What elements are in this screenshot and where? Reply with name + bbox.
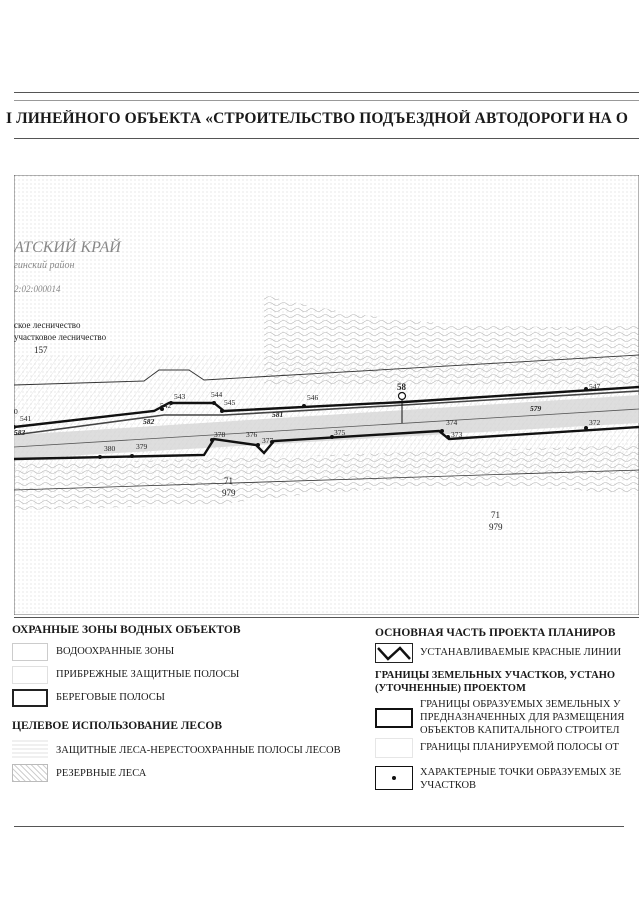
marker-58 (397, 391, 407, 401)
swatch-shore-strips (12, 689, 48, 707)
pt-545: 545 (224, 398, 236, 407)
legend-plan-subheading-2: (УТОЧНЕННЫЕ) ПРОЕКТОМ (375, 683, 526, 694)
top-rule (14, 92, 639, 93)
forest-boundary (14, 354, 639, 386)
pt-379: 379 (136, 442, 148, 451)
legend-forest-heading: ЦЕЛЕВОЕ ИСПОЛЬЗОВАНИЕ ЛЕСОВ (12, 720, 223, 732)
top-rule-2 (14, 100, 639, 101)
document-title: I ЛИНЕЙНОГО ОБЪЕКТА «СТРОИТЕЛЬСТВО ПОДЪЕ… (6, 110, 629, 127)
red-line-lower (14, 425, 639, 461)
legend-planned-strip: ГРАНИЦЫ ПЛАНИРУЕМОЙ ПОЛОСЫ ОТ (420, 742, 619, 753)
pt-0: 0 (14, 407, 18, 416)
map-bottom-rule (14, 617, 639, 618)
pt-581: 581 (272, 410, 283, 419)
quarter-label: 157 (34, 345, 48, 355)
pt-374: 374 (446, 418, 458, 427)
pt-378: 378 (214, 430, 226, 439)
quarter-boundary (14, 469, 639, 491)
pt-547: 547 (589, 382, 601, 391)
swatch-reserve-forest (12, 764, 48, 782)
legend-formed-plots-3: ОБЪЕКТОВ КАПИТАЛЬНОГО СТРОИТЕЛ (420, 725, 620, 736)
legend-shore-strips: БЕРЕГОВЫЕ ПОЛОСЫ (56, 692, 165, 703)
cadastral-label: 2:02:000014 (14, 284, 61, 294)
pt-372: 372 (589, 418, 601, 427)
legend-formed-plots-2: ПРЕДНАЗНАЧЕННЫХ ДЛЯ РАЗМЕЩЕНИЯ (420, 712, 625, 723)
pt-376: 376 (246, 430, 258, 439)
legend-characteristic-points-2: УЧАСТКОВ (420, 780, 477, 791)
district-label: гинский район (14, 260, 74, 271)
legend-protective-forest: ЗАЩИТНЫЕ ЛЕСА-НЕРЕСТООХРАННЫЕ ПОЛОСЫ ЛЕС… (56, 745, 341, 756)
forestry-label-1: ское лесничество (14, 320, 81, 330)
pt-541: 541 (20, 414, 32, 423)
swatch-characteristic-points (375, 766, 413, 790)
planning-map: АТСКИЙ КРАЙ гинский район 2:02:000014 ск… (14, 175, 639, 615)
bottom-rule (14, 826, 624, 827)
legend-formed-plots-1: ГРАНИЦЫ ОБРАЗУЕМЫХ ЗЕМЕЛЬНЫХ У (420, 699, 621, 710)
pt-375: 375 (334, 428, 346, 437)
pt-543: 543 (174, 392, 186, 401)
quarter-71-b: 71 (491, 510, 500, 520)
legend-characteristic-points-1: ХАРАКТЕРНЫЕ ТОЧКИ ОБРАЗУЕМЫХ ЗЕ (420, 767, 621, 778)
legend-red-lines: УСТАНАВЛИВАЕМЫЕ КРАСНЫЕ ЛИНИИ (420, 647, 622, 658)
region-label: АТСКИЙ КРАЙ (14, 237, 122, 256)
pt-544: 544 (211, 390, 223, 399)
swatch-planned-strip (375, 738, 413, 758)
swatch-coastal-strips (12, 666, 48, 684)
legend-plan-subheading-1: ГРАНИЦЫ ЗЕМЕЛЬНЫХ УЧАСТКОВ, УСТАНО (375, 670, 616, 681)
swatch-red-lines (375, 643, 413, 663)
legend-water-protection-zones: ВОДООХРАННЫЕ ЗОНЫ (56, 646, 175, 657)
quarter-979-b: 979 (489, 522, 503, 532)
quarter-979-a: 979 (222, 488, 236, 498)
pt-380: 380 (104, 444, 116, 453)
forestry-label-2: участковое лесничество (14, 332, 107, 342)
swatch-water-protection (12, 643, 48, 661)
legend-reserve-forest: РЕЗЕРВНЫЕ ЛЕСА (56, 768, 147, 779)
legend-coastal-strips: ПРИБРЕЖНЫЕ ЗАЩИТНЫЕ ПОЛОСЫ (56, 669, 240, 680)
legend-plan-heading: ОСНОВНАЯ ЧАСТЬ ПРОЕКТА ПЛАНИРОВ (375, 627, 616, 639)
swatch-formed-plots (375, 708, 413, 728)
road-corridor-upper (14, 390, 639, 436)
pt-583: 583 (14, 428, 26, 437)
pt-579: 579 (530, 404, 542, 413)
swatch-protective-forest (12, 740, 48, 758)
pt-377: 377 (262, 436, 274, 445)
pt-373: 373 (451, 430, 463, 439)
title-rule (14, 138, 639, 139)
pt-546: 546 (307, 393, 319, 402)
pt-542: 542 (160, 401, 172, 410)
road-band (14, 395, 639, 459)
legend-water-heading: ОХРАННЫЕ ЗОНЫ ВОДНЫХ ОБЪЕКТОВ (12, 624, 241, 636)
pt-582: 582 (143, 417, 155, 426)
quarter-71-a: 71 (224, 476, 233, 486)
pt-58: 58 (397, 382, 407, 392)
centerline (14, 408, 639, 448)
